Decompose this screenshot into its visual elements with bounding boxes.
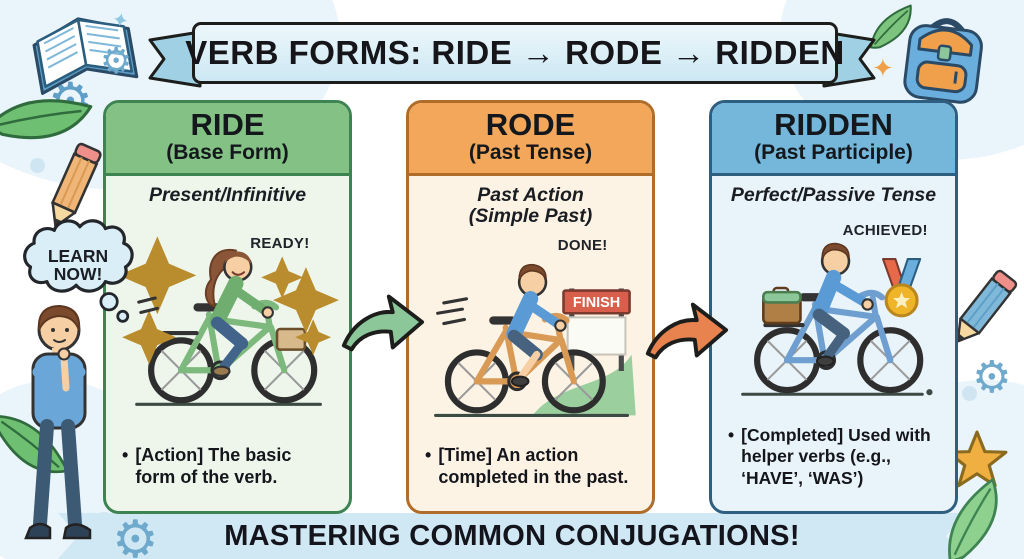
finish-sign-text: FINISH xyxy=(573,295,620,311)
background-dot xyxy=(962,386,977,401)
card-ridden-illustration: ACHIEVED! xyxy=(720,206,947,423)
background-dot xyxy=(30,158,45,173)
leaf-icon xyxy=(948,478,998,559)
pencil-icon xyxy=(956,269,1018,343)
medal xyxy=(881,258,922,318)
card-ride: RIDE (Base Form) Present/Infinitive xyxy=(103,100,352,514)
sparkle-icon: ✦ xyxy=(872,54,894,84)
card-ride-body: Present/Infinitive xyxy=(106,176,349,511)
pencil-icon xyxy=(50,142,102,228)
bicycle xyxy=(444,313,606,414)
card-rode-bullet: • [Time] An action completed in the past… xyxy=(417,445,644,489)
gear-icon: ⚙ xyxy=(972,352,1012,403)
girl-rider xyxy=(204,249,274,378)
card-rode-title: RODE xyxy=(485,107,576,142)
leaf-icon xyxy=(0,99,93,140)
card-rode-illustration: FINISH xyxy=(417,228,644,443)
bullet-icon: • xyxy=(425,445,432,466)
boy-rider xyxy=(506,264,567,388)
card-ridden-bullet: • [Completed] Used with helper verbs (e.… xyxy=(720,425,947,489)
gear-icon: ⚙ xyxy=(100,41,133,82)
card-ridden-body: Perfect/Passive Tense xyxy=(712,176,955,511)
backpack-icon xyxy=(903,18,983,104)
scene-label-done: DONE! xyxy=(557,236,608,254)
open-book-icon xyxy=(32,17,139,95)
arrow-ride-to-rode xyxy=(341,294,425,352)
girl-bicycle-illustration xyxy=(118,236,339,407)
card-ridden: RIDDEN (Past Participle) Perfect/Passive… xyxy=(709,100,958,514)
bullet-icon: • xyxy=(728,424,735,445)
gear-icon: ⚙ xyxy=(112,510,159,559)
card-ride-subtitle: Present/Infinitive xyxy=(148,183,307,206)
arrow-rode-to-ridden xyxy=(645,302,729,360)
card-rode-header: RODE (Past Tense) xyxy=(409,103,652,176)
card-ridden-bullet-text: [Completed] Used with helper verbs (e.g.… xyxy=(741,424,931,488)
card-rode-subtitle: Past Action (Simple Past) xyxy=(468,183,593,228)
card-rode: RODE (Past Tense) Past Action (Simple Pa… xyxy=(406,100,655,514)
thought-bubble-text: LEARN NOW! xyxy=(47,245,109,284)
card-ridden-subtitle: Perfect/Passive Tense xyxy=(730,183,937,206)
boy-bicycle-finish-illustration: FINISH xyxy=(434,264,636,418)
title-banner: VERB FORMS: RIDE → RODE → RIDDEN xyxy=(185,22,844,84)
finish-banner: FINISH xyxy=(562,288,631,372)
thinking-person xyxy=(24,304,92,540)
scene-label-achieved: ACHIEVED! xyxy=(842,221,928,239)
card-ridden-form: (Past Participle) xyxy=(754,141,913,165)
satchel xyxy=(762,287,802,325)
card-rode-bullet-text: [Time] An action completed in the past. xyxy=(438,445,629,488)
footer-banner: MASTERING COMMON CONJUGATIONS! xyxy=(58,513,966,559)
sparkles xyxy=(118,236,339,365)
card-ride-title: RIDE xyxy=(190,107,265,142)
card-ride-bullet: • [Action] The basic form of the verb. xyxy=(114,445,341,489)
leaf-icon xyxy=(869,4,912,49)
thought-bubble-shape xyxy=(23,219,134,323)
boy-rider xyxy=(811,243,874,368)
card-ride-header: RIDE (Base Form) xyxy=(106,103,349,176)
card-ride-bullet-text: [Action] The basic form of the verb. xyxy=(135,445,292,488)
card-rode-body: Past Action (Simple Past) FINISH xyxy=(409,176,652,511)
boy-bicycle-medal-illustration xyxy=(741,243,933,397)
card-ridden-title: RIDDEN xyxy=(774,107,893,142)
card-ridden-header: RIDDEN (Past Participle) xyxy=(712,103,955,176)
scene-label-ready: READY! xyxy=(250,234,310,252)
card-ride-form: (Base Form) xyxy=(166,141,289,165)
thought-bubble: LEARN NOW! xyxy=(14,214,142,330)
bullet-icon: • xyxy=(122,445,129,466)
footer-title: MASTERING COMMON CONJUGATIONS! xyxy=(224,519,800,552)
page-title: VERB FORMS: RIDE → RODE → RIDDEN xyxy=(185,34,845,71)
card-rode-form: (Past Tense) xyxy=(468,141,593,165)
card-ride-illustration: READY! xyxy=(114,206,341,443)
